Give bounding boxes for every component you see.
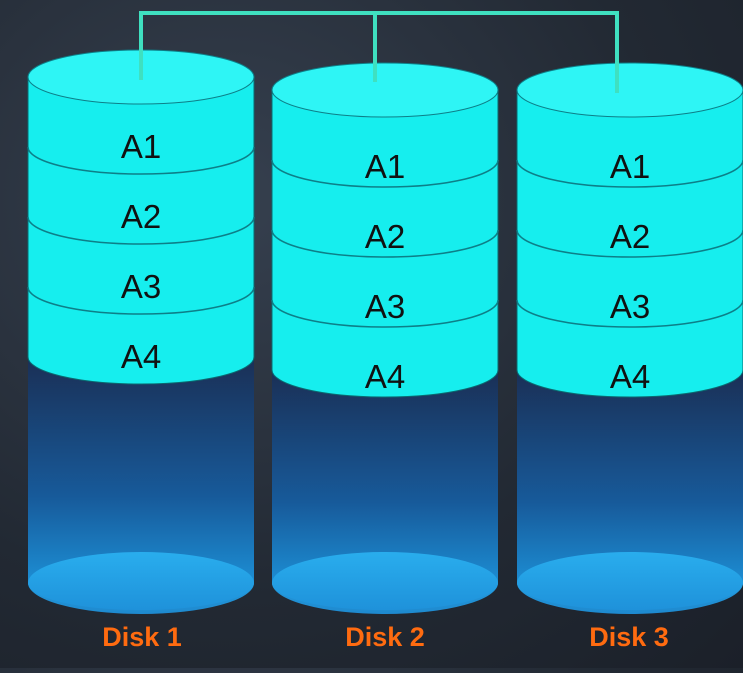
block-label: A4: [610, 358, 650, 395]
connector-line-front: [139, 11, 619, 93]
disk-top: [271, 62, 499, 118]
platter-divider: [271, 299, 499, 328]
platter-divider: [271, 229, 499, 258]
block-label: A1: [610, 148, 650, 185]
block-label: A2: [121, 198, 161, 235]
block-label: A4: [121, 338, 161, 375]
disk-top: [516, 62, 743, 118]
disk-2-label: Disk 2: [345, 622, 425, 652]
disk-body: [271, 89, 499, 398]
platter-divider: [27, 286, 255, 315]
disk-3-label: Disk 3: [589, 622, 669, 652]
disk-reflection: [272, 370, 498, 610]
platter-divider: [516, 299, 743, 328]
disk-reflection: [517, 370, 743, 610]
platter-divider: [271, 159, 499, 188]
platter-divider: [516, 229, 743, 258]
platter-divider: [516, 159, 743, 188]
disk-body: [516, 89, 743, 398]
disk-reflection: [28, 357, 254, 610]
block-label: A4: [365, 358, 405, 395]
block-label: A2: [365, 218, 405, 255]
block-label: A1: [365, 148, 405, 185]
disk-reflection-base: [28, 552, 254, 614]
block-label: A2: [610, 218, 650, 255]
block-label: A1: [121, 128, 161, 165]
disk-body: [27, 76, 255, 385]
disk-1-label: Disk 1: [102, 622, 182, 652]
block-label: A3: [365, 288, 405, 325]
disk-reflection-base: [517, 552, 743, 614]
disk-reflection-base: [272, 552, 498, 614]
block-label: A3: [121, 268, 161, 305]
platter-divider: [27, 146, 255, 175]
block-label: A3: [610, 288, 650, 325]
platter-divider: [27, 216, 255, 245]
